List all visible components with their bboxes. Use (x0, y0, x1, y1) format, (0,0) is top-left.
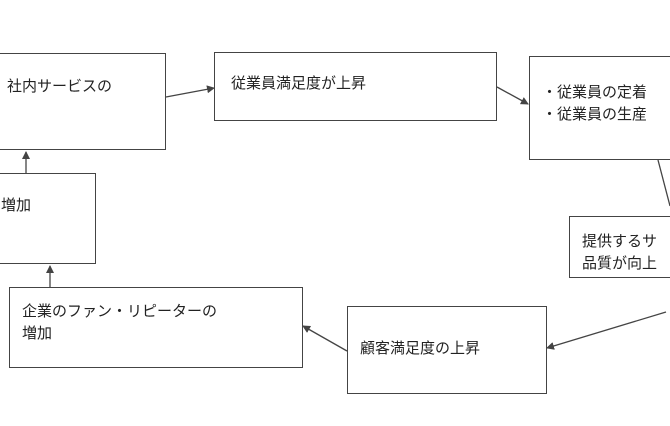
node-fans-repeaters-line-2: 増加 (22, 324, 53, 342)
arrow-satisfaction-to-effects (496, 86, 529, 105)
node-service-quality-line-1: 提供するサ (582, 232, 658, 250)
node-internal-service: 社内サービスの (0, 53, 166, 150)
arrow-effects-to-quality (657, 159, 670, 207)
node-employee-effects-line-1: ・従業員の定着 (542, 83, 648, 101)
node-internal-service-line-1: 社内サービスの (7, 77, 113, 95)
node-customer-satisfaction-line-1: 顧客満足度の上昇 (360, 339, 481, 357)
node-employee-effects-line-2: ・従業員の生産 (542, 105, 648, 123)
node-employee-satisfaction: 従業員満足度が上昇 (214, 52, 497, 121)
node-increase-line-1: 増加 (1, 196, 32, 214)
arrow-customer-to-fans (302, 325, 348, 352)
node-customer-satisfaction: 顧客満足度の上昇 (347, 306, 547, 394)
node-service-quality-line-2: 品質が向上 (582, 254, 658, 272)
node-employee-effects: ・従業員の定着 ・従業員の生産 (529, 56, 670, 160)
node-service-quality: 提供するサ 品質が向上 (569, 216, 670, 278)
node-increase: 増加 (0, 173, 96, 264)
node-employee-satisfaction-line-1: 従業員満足度が上昇 (231, 74, 367, 92)
node-fans-repeaters-line-1: 企業のファン・リピーターの (22, 302, 218, 320)
node-fans-repeaters: 企業のファン・リピーターの 増加 (9, 287, 303, 368)
arrow-service-to-satisfaction (165, 85, 215, 98)
arrow-quality-to-customer (546, 311, 667, 350)
